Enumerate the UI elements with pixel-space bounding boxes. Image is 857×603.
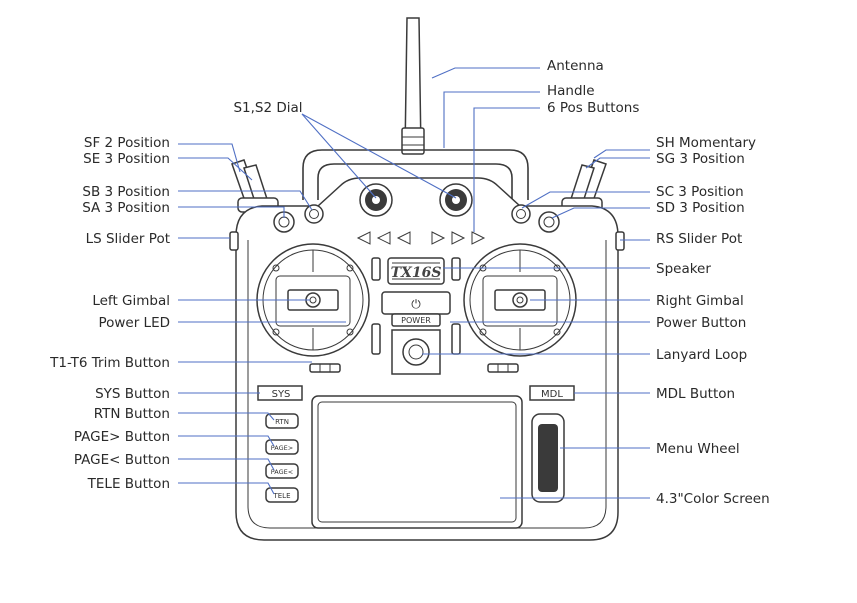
label-left-gimbal: Left Gimbal — [92, 293, 170, 309]
label-trim-button: T1-T6 Trim Button — [49, 355, 170, 371]
rtn-button-label: RTN — [275, 418, 289, 426]
handle — [302, 149, 529, 200]
rs-slider-pot — [615, 231, 625, 251]
label-color-screen: 4.3"Color Screen — [656, 491, 770, 507]
ls-slider-pot — [229, 231, 239, 251]
page-next-button[interactable]: PAGE> — [265, 439, 299, 455]
tele-button[interactable]: TELE — [265, 487, 299, 503]
left-gimbal — [256, 243, 370, 357]
label-mdl-button: MDL Button — [656, 386, 735, 402]
power-label: POWER — [401, 316, 431, 325]
model-logo: TX16S — [391, 265, 442, 281]
trim-right — [487, 363, 519, 373]
menu-wheel[interactable] — [531, 413, 565, 503]
label-sb-3-position: SB 3 Position — [82, 184, 170, 200]
speaker: TX16S — [387, 257, 445, 285]
label-sh-momentary: SH Momentary — [656, 135, 756, 151]
rtn-button[interactable]: RTN — [265, 413, 299, 429]
toggle-sf-se — [231, 159, 279, 213]
mdl-button[interactable]: MDL — [529, 385, 575, 401]
label-sf-2-position: SF 2 Position — [84, 135, 170, 151]
label-6-pos-buttons: 6 Pos Buttons — [547, 100, 639, 116]
toggle-sh-sg — [561, 159, 607, 213]
sys-button-label: SYS — [272, 389, 291, 400]
page-prev-button[interactable]: PAGE< — [265, 463, 299, 479]
antenna — [401, 17, 425, 155]
label-page-next-button: PAGE> Button — [74, 429, 170, 445]
label-rs-slider-pot: RS Slider Pot — [656, 231, 742, 247]
page-next-button-label: PAGE> — [271, 444, 293, 452]
label-page-prev-button: PAGE< Button — [74, 452, 170, 468]
trim-left — [309, 363, 341, 373]
label-handle: Handle — [547, 83, 595, 99]
dial-s2 — [439, 183, 473, 217]
label-rtn-button: RTN Button — [94, 406, 170, 422]
label-speaker: Speaker — [656, 261, 711, 277]
switch-sd — [538, 211, 560, 233]
page-prev-button-label: PAGE< — [271, 468, 293, 476]
dial-s1 — [359, 183, 393, 217]
label-sg-3-position: SG 3 Position — [656, 151, 745, 167]
six-pos-buttons — [356, 231, 486, 245]
label-power-button: Power Button — [656, 315, 746, 331]
label-sa-3-position: SA 3 Position — [82, 200, 170, 216]
label-sys-button: SYS Button — [95, 386, 170, 402]
label-s1s2-dial: S1,S2 Dial — [233, 100, 302, 116]
switch-sc — [511, 204, 531, 224]
label-power-led: Power LED — [98, 315, 170, 331]
label-tele-button: TELE Button — [87, 476, 170, 492]
callout-labels: Antenna Handle 6 Pos Buttons S1,S2 Dial … — [49, 58, 769, 507]
label-ls-slider-pot: LS Slider Pot — [86, 231, 170, 247]
label-antenna: Antenna — [547, 58, 604, 74]
label-sd-3-position: SD 3 Position — [656, 200, 745, 216]
label-sc-3-position: SC 3 Position — [656, 184, 744, 200]
right-gimbal — [463, 243, 577, 357]
sys-button[interactable]: SYS — [257, 385, 303, 401]
power-symbol-icon: ⏻ — [411, 297, 421, 311]
switch-sb — [304, 204, 324, 224]
label-lanyard-loop: Lanyard Loop — [656, 347, 747, 363]
leader-lines — [178, 67, 650, 499]
label-right-gimbal: Right Gimbal — [656, 293, 744, 309]
label-se-3-position: SE 3 Position — [83, 151, 170, 167]
mdl-button-label: MDL — [541, 389, 563, 400]
tele-button-label: TELE — [272, 492, 290, 500]
lanyard-loop — [391, 329, 441, 375]
label-menu-wheel: Menu Wheel — [656, 441, 740, 457]
color-screen — [311, 395, 523, 529]
power-button[interactable]: ⏻ POWER — [381, 291, 451, 327]
